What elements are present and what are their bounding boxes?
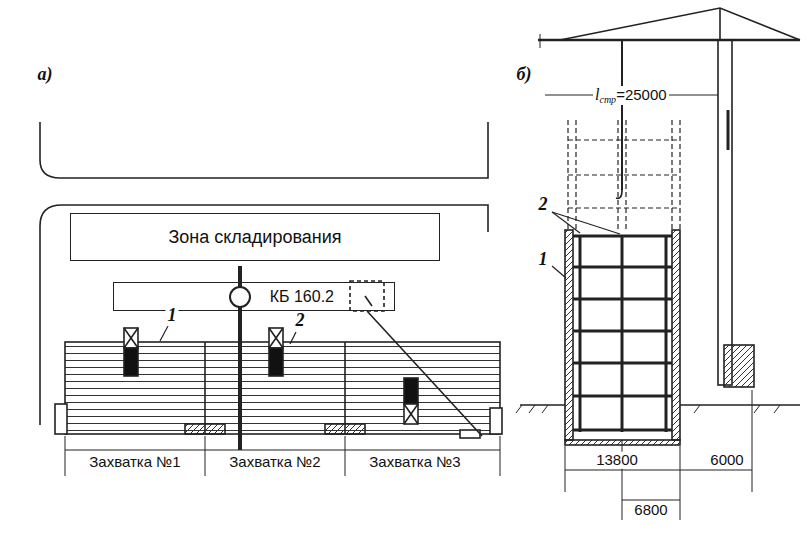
node-text: КБ 160.2	[268, 288, 336, 306]
node-text: Зона складирования	[166, 227, 343, 248]
boom-symbol: l	[595, 86, 599, 103]
storage-zone-box: Зона складирования	[70, 213, 440, 261]
callout-number: 2	[294, 311, 307, 331]
panel-letter: б)	[515, 65, 534, 85]
zone-label: Захватка №2	[227, 454, 322, 471]
callout-number: 2	[537, 195, 550, 215]
panel-letter: а)	[36, 65, 55, 85]
dimension: 6000	[708, 452, 745, 469]
dimension: 6800	[632, 502, 669, 519]
zone-label: Захватка №3	[367, 454, 462, 471]
callout-number: 1	[537, 250, 550, 270]
boom-value: =25000	[616, 86, 666, 103]
section-view	[516, 8, 800, 520]
boom-subscript: стр	[599, 94, 616, 105]
plan-view	[40, 122, 502, 476]
zone-label: Захватка №1	[87, 454, 182, 471]
dimension: 13800	[594, 452, 640, 469]
callout-number: 1	[166, 306, 179, 326]
crane-track-box: КБ 160.2	[113, 282, 395, 311]
boom-reach-label: lстр=25000	[593, 86, 669, 105]
